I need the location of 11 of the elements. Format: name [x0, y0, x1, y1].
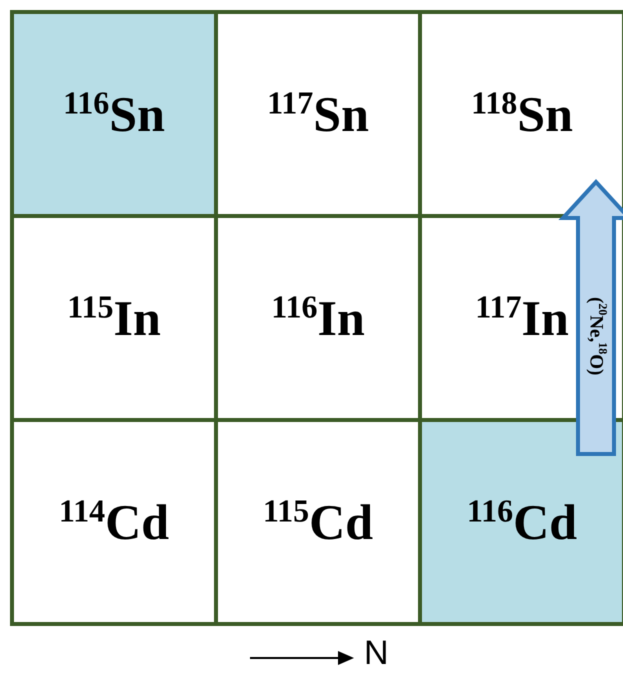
nuclide-label: $^{116}$Cd [466, 497, 578, 547]
nuclide-label: $^{115}$Cd [262, 497, 374, 547]
nuclide-label: $^{118}$Sn [471, 89, 573, 139]
nuclide-label: $^{117}$Sn [267, 89, 369, 139]
nuclide-label: $^{115}$In [67, 293, 161, 343]
nuclide-label: $^{117}$In [475, 293, 569, 343]
nuclide-label: $^{116}$In [271, 293, 365, 343]
axis-label: N [364, 636, 389, 670]
nuclide-label: $^{114}$Cd [58, 497, 170, 547]
block-arrow [558, 179, 623, 456]
nuclide-label: $^{116}$Sn [63, 89, 165, 139]
